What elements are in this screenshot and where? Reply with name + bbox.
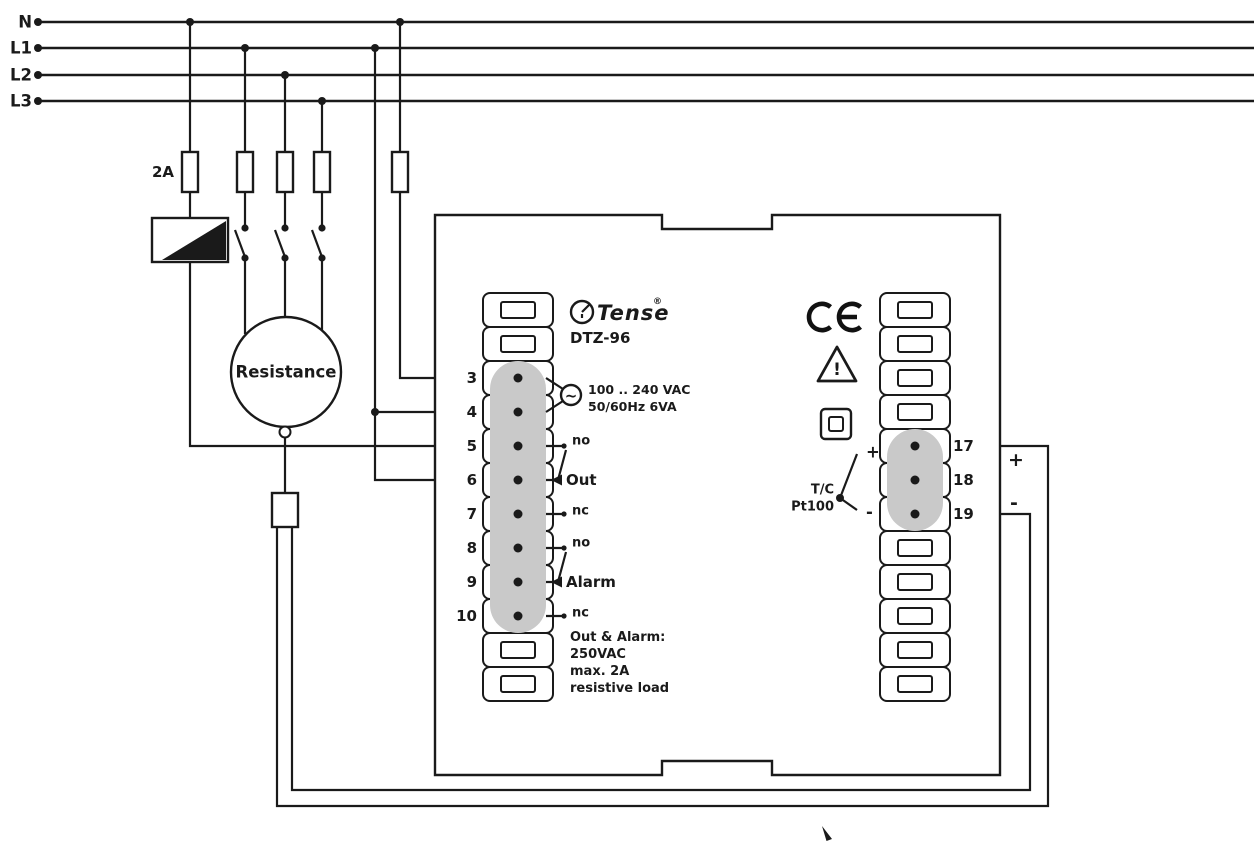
terminal-dot-5 (513, 441, 523, 451)
bus-start-dot-l3 (34, 97, 42, 105)
terminal-block-left: 3 4 5 6 7 8 9 10 (456, 292, 554, 702)
terminal-number: 8 (467, 539, 477, 557)
registered-mark: ® (653, 297, 662, 307)
fuse-l2 (275, 150, 295, 194)
out-relay-contact: no Out nc (546, 434, 597, 519)
terminal-dot-8 (513, 543, 523, 553)
temperature-sensor (270, 425, 1050, 808)
sensor-tip (278, 425, 292, 439)
tc-label: T/C (811, 483, 834, 498)
sensor-body (270, 491, 300, 529)
alarm-nc-label: nc (572, 606, 589, 621)
terminal-number: 4 (467, 403, 477, 421)
sensor-wire-minus (290, 512, 1032, 792)
contactor-pole (310, 224, 326, 331)
supply-stubs (545, 377, 564, 413)
field-minus-label: - (1010, 492, 1018, 514)
resistance-label: Resistance (236, 363, 337, 382)
bus-start-dot-l1 (34, 44, 42, 52)
ce-mark-icon (806, 301, 833, 333)
terminal-number: 10 (456, 607, 477, 625)
fuse-l1 (235, 150, 255, 194)
fuse-group: 2A (152, 22, 496, 482)
sensor-plus-label: + (866, 443, 880, 462)
terminal-dot-3 (513, 373, 523, 383)
model-name: DTZ-96 (570, 329, 630, 347)
alarm-label: Alarm (566, 573, 616, 591)
bus-start-dot-l2 (34, 71, 42, 79)
terminal-dot-18 (910, 475, 920, 485)
field-plus-label: + (1008, 449, 1024, 471)
terminal-number: 19 (953, 505, 974, 523)
terminal-dot-17 (910, 441, 920, 451)
out-no-label: no (572, 434, 590, 449)
contactor-pole (233, 224, 249, 334)
terminal-number: 6 (467, 471, 477, 489)
brand-block: Tense ® DTZ-96 (569, 297, 670, 347)
safety-symbols: ! (806, 301, 863, 441)
terminal-number: 7 (467, 505, 477, 523)
alarm-no-label: no (572, 536, 590, 551)
warning-triangle-icon (816, 345, 858, 383)
ac-supply-icon (559, 383, 583, 407)
out-label: Out (566, 471, 597, 489)
warning-mark: ! (833, 360, 841, 380)
terminal-number: 5 (467, 437, 477, 455)
out-arrow-icon (551, 474, 562, 486)
fuse-l3 (312, 150, 332, 194)
terminal-dot-10 (513, 611, 523, 621)
note-line-4: resistive load (570, 681, 669, 696)
supply-input: ~ 100 .. 240 VAC 50/60Hz 6VA (545, 377, 690, 414)
ce-mark-icon (836, 301, 863, 333)
contactor-pole (273, 224, 289, 317)
terminal-dot-6 (513, 475, 523, 485)
terminal-number: 9 (467, 573, 477, 591)
alarm-relay-contact: no Alarm nc (546, 536, 616, 621)
bus-label-n: N (18, 13, 32, 32)
wire-coil-to-out (188, 262, 496, 448)
sensor-fork-lines (838, 453, 859, 511)
terminal-block-right: 17 18 19 (879, 292, 974, 702)
terminal-number: 18 (953, 471, 974, 489)
pt100-label: Pt100 (791, 500, 834, 515)
supply-rating-1: 100 .. 240 VAC (588, 382, 690, 397)
ac-symbol: ~ (565, 387, 578, 405)
power-bus: N L1 L2 L3 (10, 13, 1254, 111)
note-line-1: Out & Alarm: (570, 630, 665, 645)
bus-label-l1: L1 (10, 39, 32, 58)
note-line-3: max. 2A (570, 664, 629, 679)
sensor-input-labels: + - T/C Pt100 (791, 443, 880, 522)
fuse-2a (180, 150, 200, 194)
terminal-dot-4 (513, 407, 523, 417)
contactor (150, 216, 496, 448)
contactor-coil-flag (162, 221, 226, 260)
cursor-artifact (822, 826, 832, 841)
terminal-number: 3 (467, 369, 477, 387)
brand-name: Tense (597, 301, 670, 325)
out-nc-label: nc (572, 504, 589, 519)
fuse-supply (390, 150, 410, 194)
field-polarity-labels: + - (1008, 449, 1024, 514)
junction-dot (371, 408, 379, 416)
tense-logo-needle (580, 304, 590, 318)
terminal-number: 17 (953, 437, 974, 455)
bus-label-l3: L3 (10, 92, 32, 111)
fuse-2a-label: 2A (152, 163, 174, 181)
contact-rating-note: Out & Alarm: 250VAC max. 2A resistive lo… (570, 630, 669, 696)
bus-start-dot-n (34, 18, 42, 26)
terminal-dot-7 (513, 509, 523, 519)
resistance-load: Resistance (229, 315, 343, 429)
bus-label-l2: L2 (10, 66, 32, 85)
terminal-strip-left (490, 361, 546, 633)
terminal-dot-9 (513, 577, 523, 587)
device-body (433, 213, 1002, 777)
sensor-wire-plus (275, 444, 1050, 808)
terminal-dot-19 (910, 509, 920, 519)
alarm-arrow-icon (551, 576, 562, 588)
double-insulation-inner (828, 416, 844, 432)
supply-rating-2: 50/60Hz 6VA (588, 399, 677, 414)
note-line-2: 250VAC (570, 647, 626, 662)
sensor-minus-label: - (866, 503, 873, 522)
